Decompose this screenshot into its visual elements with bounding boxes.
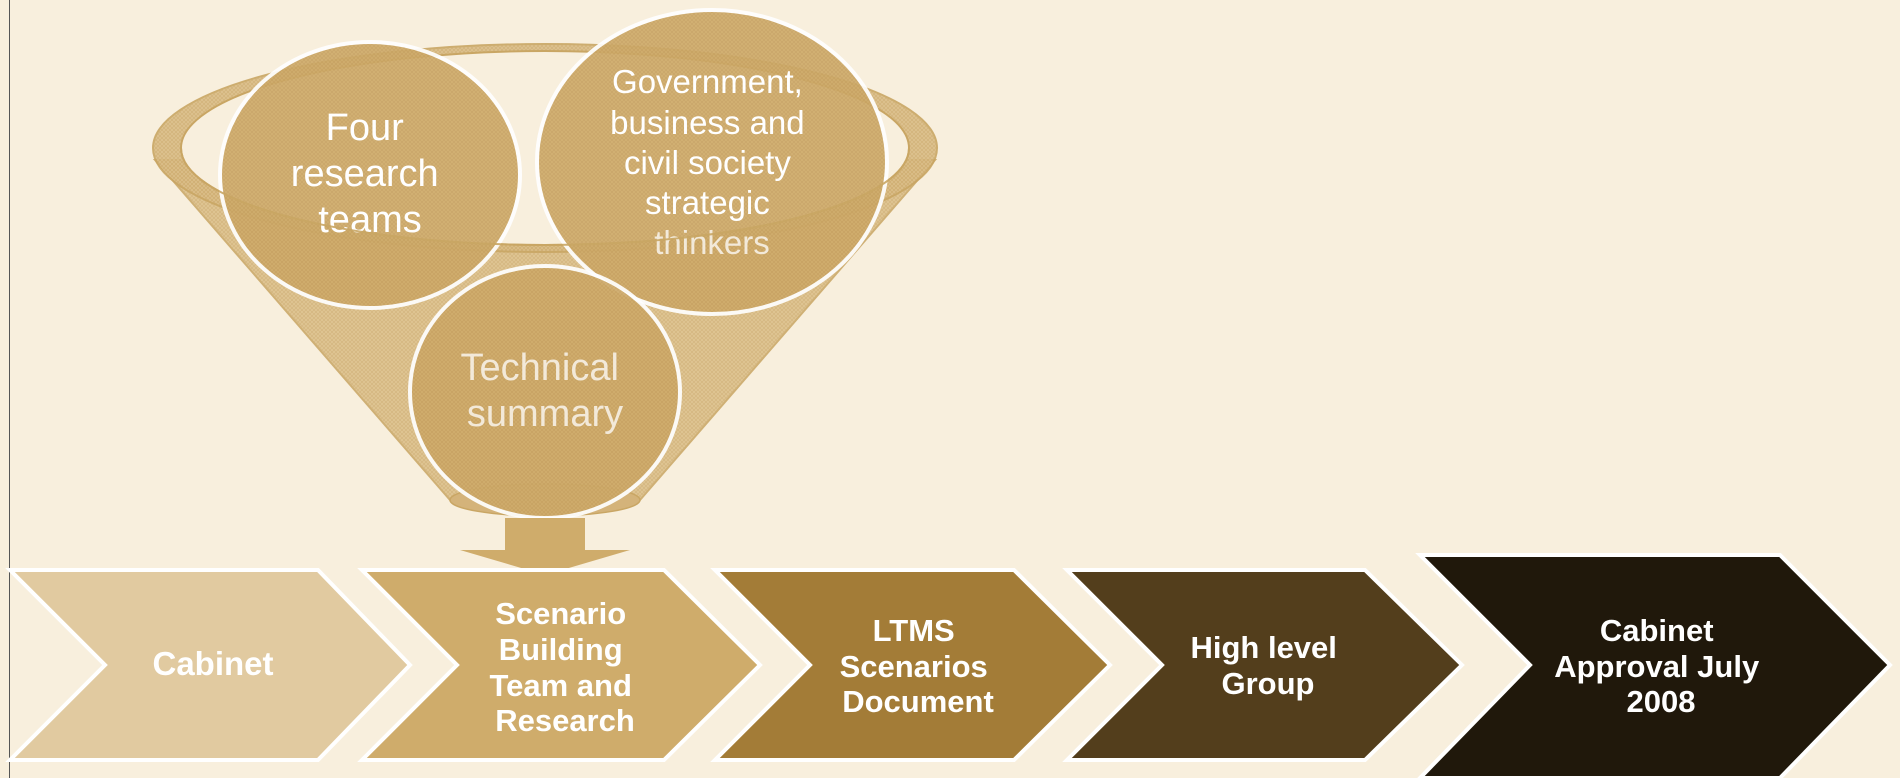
circle-2-line-3: civil society [624, 144, 791, 181]
process-step-4-label: High level Group [1190, 630, 1345, 701]
process-step-2-line-2: Building [499, 632, 623, 667]
left-border-line [9, 0, 10, 778]
process-step-3: LTMS Scenarios Document [710, 568, 1113, 762]
funnel-down-arrow [460, 518, 630, 575]
process-step-4: High level Group [1062, 568, 1465, 762]
process-step-5-label: Cabinet Approval July 2008 [1554, 613, 1768, 719]
circle-1-line-1: Four [326, 107, 404, 149]
process-step-4-line-1: High level [1190, 630, 1336, 665]
circle-label-technical-summary: Technical summary [461, 347, 630, 435]
process-step-3-line-3: Document [842, 684, 994, 719]
circle-2-line-2: business and [610, 104, 804, 141]
circle-label-research-teams: Four research teams [291, 107, 449, 241]
process-step-3-line-1: LTMS [873, 613, 955, 648]
process-step-1: Cabinet [5, 568, 413, 762]
circle-label-strategic-thinkers: Government, business and civil society s… [610, 63, 814, 261]
process-step-4-line-2: Group [1222, 666, 1315, 701]
process-step-1-line-1: Cabinet [152, 645, 273, 682]
circle-3-line-2: summary [467, 393, 623, 435]
process-step-3-label: LTMS Scenarios Document [840, 613, 997, 719]
circle-3-line-1: Technical [461, 347, 619, 389]
process-step-5-line-1: Cabinet [1600, 613, 1714, 648]
process-step-2-line-1: Scenario [495, 596, 626, 631]
funnel-circle-research-teams: Four research teams [218, 40, 522, 310]
process-step-5-line-3: 2008 [1627, 684, 1696, 719]
funnel-circle-strategic-thinkers: Government, business and civil society s… [535, 8, 889, 316]
funnel-circle-technical-summary: Technical summary [408, 264, 682, 520]
process-step-2-line-3: Team and [489, 668, 631, 703]
circle-2-line-4: strategic [645, 184, 770, 221]
circle-1-line-3: teams [318, 199, 421, 241]
process-step-5-line-2: Approval July [1554, 649, 1760, 684]
process-step-5: Cabinet Approval July 2008 [1415, 553, 1893, 778]
process-chevrons: Cabinet Scenario Building Team and Resea… [5, 553, 1893, 778]
process-step-2-line-4: Research [495, 703, 635, 738]
circle-2-line-5: thinkers [654, 224, 770, 261]
circle-2-line-1: Government, [612, 63, 803, 100]
circle-1-line-2: research [291, 153, 439, 195]
process-step-2: Scenario Building Team and Research [357, 568, 763, 762]
process-step-2-label: Scenario Building Team and Research [489, 596, 640, 738]
process-step-1-label: Cabinet [152, 645, 273, 682]
process-step-3-line-2: Scenarios [840, 649, 988, 684]
